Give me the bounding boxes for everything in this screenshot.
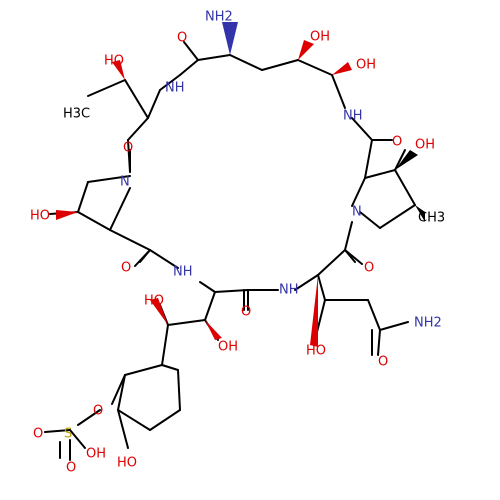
bond-line xyxy=(331,74,346,109)
bond-line xyxy=(351,117,373,141)
atom-ho-3: HO xyxy=(104,54,124,69)
wedge-bond xyxy=(222,22,238,55)
atom-oh-7: OH xyxy=(218,340,238,355)
bond-line xyxy=(149,249,179,269)
bond-line xyxy=(87,175,131,183)
bond-line xyxy=(214,289,249,293)
atom-nh-1: NH xyxy=(165,81,185,96)
atom-o-4: O xyxy=(121,261,131,276)
bond-line xyxy=(297,59,333,76)
bond-line xyxy=(394,169,416,206)
bond-line xyxy=(177,369,181,411)
bond-line xyxy=(167,319,206,326)
wedge-bond xyxy=(56,210,78,220)
atom-oh-2: OH xyxy=(356,58,376,73)
bond-lines xyxy=(44,41,416,461)
atom-s: S xyxy=(64,427,72,442)
bond-line xyxy=(351,177,366,207)
bond-line xyxy=(147,89,161,119)
bond-line xyxy=(124,364,163,376)
atom-o-7: O xyxy=(378,355,388,370)
atom-o-3: O xyxy=(392,135,402,150)
atom-oh-10: OH xyxy=(86,447,106,462)
atom-nh-4: NH xyxy=(279,283,299,298)
bond-line xyxy=(87,79,126,97)
bond-line xyxy=(124,79,149,119)
double-bond-line xyxy=(183,41,199,61)
atom-nh2-top: NH2 xyxy=(205,10,233,25)
bond-line xyxy=(359,211,381,229)
atom-nh-3: NH xyxy=(173,265,193,280)
atom-o-10: O xyxy=(66,461,76,476)
bond-line xyxy=(111,374,126,405)
bond-line xyxy=(159,74,181,91)
bond-line xyxy=(199,281,216,293)
bond-line xyxy=(367,299,381,331)
bond-line xyxy=(344,221,353,251)
atom-o-6: O xyxy=(241,305,251,320)
wedge-bond xyxy=(415,205,425,222)
wedge-bond xyxy=(310,275,318,347)
bond-line xyxy=(149,409,181,431)
bond-line xyxy=(379,321,409,331)
bond-line xyxy=(317,274,326,301)
wedge-bond xyxy=(395,150,418,170)
bond-line xyxy=(127,117,149,141)
bond-line xyxy=(109,187,131,231)
atom-ch3: CH3 xyxy=(418,211,445,226)
wedge-bond xyxy=(150,298,168,325)
bond-line xyxy=(77,211,111,231)
bond-line xyxy=(317,249,346,276)
bond-line xyxy=(197,54,231,61)
atom-oh-1: OH xyxy=(310,30,330,45)
bond-line xyxy=(161,324,169,366)
atom-oh-4: OH xyxy=(415,138,435,153)
wedge-bond xyxy=(112,60,125,80)
atom-ho-6: HO xyxy=(144,294,164,309)
bond-line xyxy=(117,409,129,449)
atom-o-8: O xyxy=(93,404,103,419)
wedge-bond xyxy=(205,320,222,340)
bond-line xyxy=(44,429,71,433)
bond-line xyxy=(204,291,216,321)
atom-n-2: N xyxy=(352,205,362,220)
atom-ho-8: HO xyxy=(306,344,326,359)
bond-line xyxy=(377,329,381,356)
bond-line xyxy=(117,374,126,411)
atom-o-2: O xyxy=(123,141,133,156)
bond-line xyxy=(229,54,263,71)
wedge-bond xyxy=(332,62,352,75)
atom-o-1: O xyxy=(177,31,187,46)
bond-line xyxy=(179,59,199,76)
atom-ho-9: HO xyxy=(117,456,137,471)
atom-n-1: N xyxy=(120,175,130,190)
bond-line xyxy=(109,229,151,251)
wedge-bond xyxy=(298,40,314,60)
bond-line xyxy=(379,204,416,229)
bond-line xyxy=(394,149,406,171)
bond-line xyxy=(364,169,396,179)
bond-line xyxy=(364,139,373,179)
atom-nh2-amide: NH2 xyxy=(414,316,442,331)
atom-o-9: O xyxy=(33,427,43,442)
bond-line xyxy=(294,274,319,291)
double-bond-line xyxy=(139,249,151,263)
atom-h3c: H3C xyxy=(63,107,90,122)
atom-ho-5: HO xyxy=(30,209,50,224)
bond-line xyxy=(77,181,89,213)
double-bond-line xyxy=(344,249,356,263)
bond-line xyxy=(161,364,179,371)
wedge-bonds xyxy=(56,22,425,347)
bond-line xyxy=(69,429,86,449)
bond-line xyxy=(261,59,299,71)
atom-labels: NH2 OH OH HO H3C NH O NH O O OH N N CH3 … xyxy=(30,10,445,476)
bond-line xyxy=(117,409,151,431)
atom-o-5: O xyxy=(364,261,374,276)
atom-nh-2: NH xyxy=(343,109,363,124)
bond-line xyxy=(77,409,101,426)
